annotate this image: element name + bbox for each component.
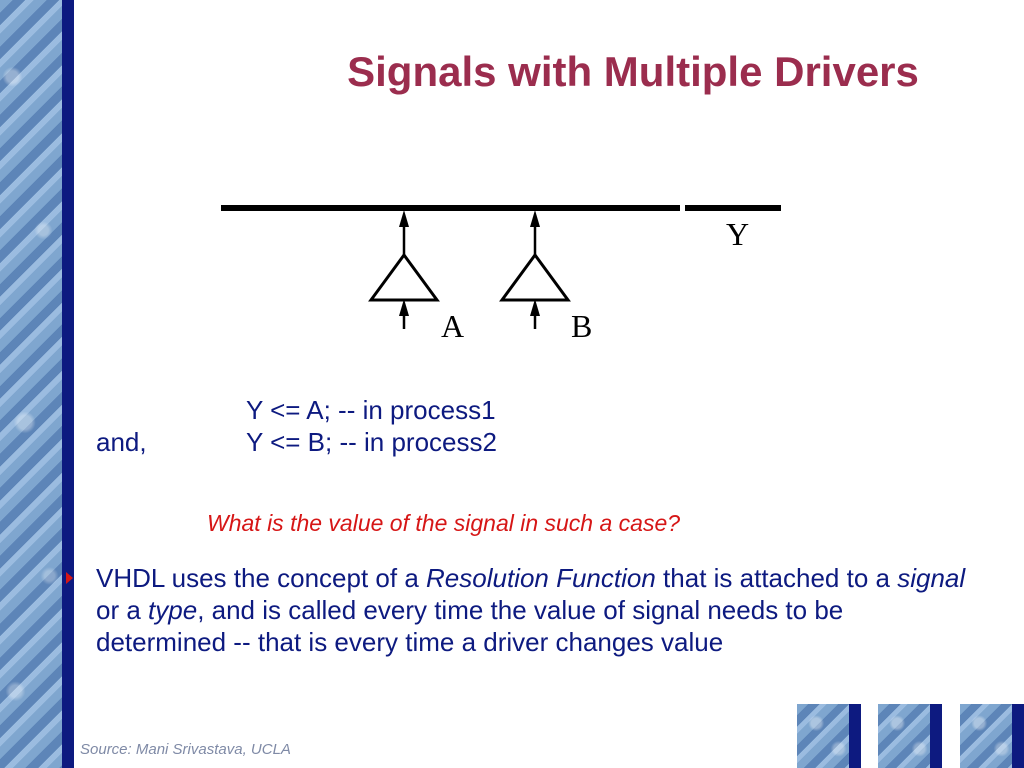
bullet-emphasis-signal: signal	[897, 563, 966, 593]
multiple-drivers-diagram: Y A B	[221, 205, 781, 344]
bullet-resolution-function: VHDL uses the concept of a Resolution Fu…	[96, 562, 976, 658]
driver-b-arrowhead	[530, 210, 540, 227]
code-and-label: and,	[96, 427, 147, 457]
bullet-text-part: VHDL uses the concept of a	[96, 563, 427, 593]
driver-b-input-arrowhead	[530, 299, 540, 316]
bullet-emphasis-type: type	[148, 595, 198, 625]
driver-b-label: B	[571, 308, 592, 344]
driver-a-buffer	[368, 210, 440, 329]
driver-a-triangle	[368, 252, 440, 302]
nav-thumbnail-2	[878, 704, 942, 768]
bullet-arrow-icon	[66, 572, 73, 584]
bullet-text-part: that is attached to a	[655, 563, 898, 593]
driver-a-label: A	[441, 308, 464, 344]
nav-thumbnail-3	[960, 704, 1024, 768]
driver-a-input-arrowhead	[399, 299, 409, 316]
bullet-text-part: , and is called every time the value of …	[96, 595, 844, 657]
driver-a-arrowhead	[399, 210, 409, 227]
nav-thumbnail-1	[797, 704, 861, 768]
bullet-emphasis-resolution-function: Resolution Function	[426, 563, 656, 593]
bullet-text-part: or a	[96, 595, 149, 625]
driver-b-buffer	[499, 210, 571, 329]
code-line-process1: Y <= A; -- in process1	[246, 395, 496, 425]
question-text: What is the value of the signal in such …	[207, 510, 681, 536]
code-line-process2: Y <= B; -- in process2	[246, 427, 497, 457]
slide-title: Signals with Multiple Drivers	[347, 48, 919, 95]
side-decoration-strip	[0, 0, 62, 768]
source-citation: Source: Mani Srivastava, UCLA	[80, 741, 291, 758]
side-decoration-bar	[62, 0, 74, 768]
output-label-y: Y	[726, 216, 749, 252]
driver-b-triangle	[499, 252, 571, 302]
